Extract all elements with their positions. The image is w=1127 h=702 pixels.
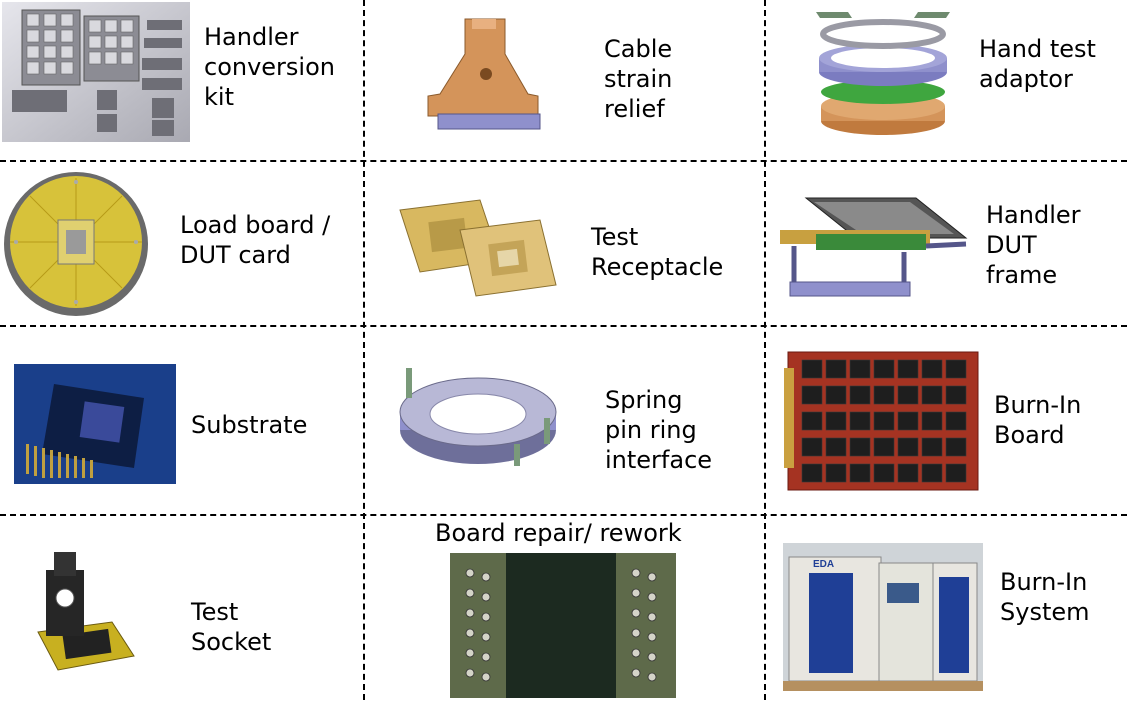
column-divider-2 bbox=[764, 0, 766, 700]
eda-logo-text: EDA bbox=[813, 559, 834, 570]
row-divider-3 bbox=[0, 514, 1127, 516]
test-socket-label: Test Socket bbox=[191, 598, 272, 656]
spring-pin-ring-label: Spring pin ring interface bbox=[605, 386, 713, 474]
test-receptacle-label: Test Receptacle bbox=[591, 223, 724, 281]
cable-strain-relief-image bbox=[420, 14, 550, 134]
row-divider-2 bbox=[0, 325, 1127, 327]
cable-strain-relief-label: Cable strain relief bbox=[604, 35, 673, 123]
board-repair-label: Board repair/ rework bbox=[435, 519, 682, 547]
handler-conversion-kit-image bbox=[2, 2, 190, 142]
substrate-image bbox=[14, 364, 176, 484]
test-socket-image bbox=[30, 548, 140, 678]
burn-in-board-label: Burn-In Board bbox=[994, 391, 1082, 449]
load-board-label: Load board / DUT card bbox=[180, 211, 331, 269]
burn-in-system-label: Burn-In System bbox=[1000, 568, 1090, 626]
hand-test-adaptor-label: Hand test adaptor bbox=[979, 35, 1096, 93]
board-repair-image bbox=[450, 553, 676, 698]
load-board-image bbox=[0, 168, 160, 316]
handler-conversion-kit-label: Handler conversion kit bbox=[204, 23, 335, 111]
hand-test-adaptor-image bbox=[808, 6, 958, 141]
substrate-label: Substrate bbox=[191, 411, 308, 439]
test-receptacle-image bbox=[390, 190, 560, 302]
burn-in-board-image bbox=[780, 348, 988, 498]
column-divider-1 bbox=[363, 0, 365, 700]
handler-dut-frame-image bbox=[776, 190, 976, 302]
handler-dut-frame-label: Handler DUT frame bbox=[986, 201, 1081, 289]
spring-pin-ring-image bbox=[394, 360, 562, 472]
burn-in-system-image: EDA bbox=[783, 543, 983, 691]
row-divider-1 bbox=[0, 160, 1127, 162]
